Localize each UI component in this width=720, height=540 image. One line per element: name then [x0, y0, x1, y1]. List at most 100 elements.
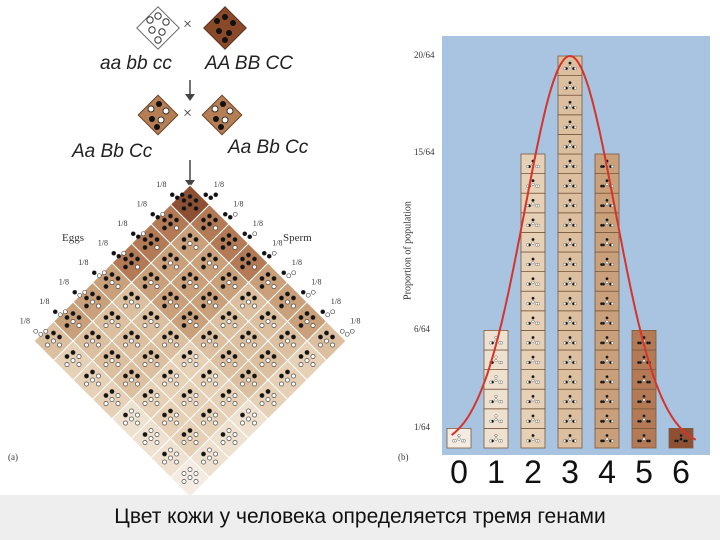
allele-dot	[135, 334, 140, 340]
bar-dot	[679, 437, 683, 441]
allele-dot	[148, 311, 154, 316]
allele-dot	[135, 412, 140, 418]
allele-dot	[220, 276, 226, 281]
egg-fraction-label: 1/8	[39, 297, 49, 306]
allele-dot	[310, 362, 316, 367]
bar-dot	[600, 282, 604, 286]
allele-dot	[291, 334, 296, 340]
bar-dot	[568, 104, 572, 108]
allele-dot	[123, 420, 128, 426]
egg-allele-dot	[130, 231, 136, 237]
sperm-fraction-label: 1/8	[331, 297, 341, 306]
bar-dot	[642, 378, 646, 382]
x-tick-3: 3	[561, 454, 579, 490]
bar-dot	[531, 316, 535, 320]
bar-dot	[457, 434, 461, 438]
x-tick-0: 0	[450, 454, 468, 490]
allele-dot	[84, 295, 89, 301]
bar-dot	[605, 179, 609, 183]
allele-dot	[90, 330, 95, 336]
sperm-allele-dot	[227, 214, 233, 220]
allele-dot	[220, 362, 226, 367]
allele-dot	[109, 350, 115, 355]
bar-dot	[568, 159, 572, 163]
allele-dot	[226, 319, 232, 324]
allele-dot	[291, 303, 296, 309]
bar-dot	[600, 380, 604, 384]
allele-dot	[181, 276, 187, 281]
allele-dot	[168, 221, 173, 227]
bar-dot	[536, 341, 540, 345]
allele-dot	[298, 323, 304, 328]
allele-dot	[115, 354, 121, 359]
allele-dot	[154, 362, 160, 367]
allele-dot	[259, 323, 265, 328]
bar-dot	[637, 419, 641, 423]
allele-dot	[271, 362, 277, 367]
bar-dot	[499, 419, 503, 423]
allele-dot	[265, 280, 271, 285]
allele-dot	[162, 217, 167, 223]
bar-dot	[610, 282, 614, 286]
allele-dot	[240, 256, 245, 262]
ytick-15-64: 15/64	[414, 147, 435, 157]
bar-dot	[536, 204, 540, 208]
bar-dot	[605, 296, 609, 300]
allele-dot	[207, 408, 212, 414]
bar-dot	[531, 257, 535, 261]
allele-dot	[123, 373, 128, 379]
allele-dot	[162, 381, 167, 387]
allele-dot	[142, 440, 148, 445]
allele-dot	[154, 401, 160, 406]
bar-dot	[494, 418, 498, 422]
bar-dot	[568, 378, 572, 382]
allele-dot	[142, 354, 148, 359]
allele-dot	[76, 354, 82, 359]
sperm-allele-dot	[286, 273, 292, 279]
bar-dot	[568, 375, 572, 379]
allele-dot	[193, 276, 199, 281]
egg-fraction-label: 1/8	[117, 219, 127, 228]
allele-dot	[201, 451, 206, 457]
bar-dot	[600, 321, 604, 325]
allele-dot	[207, 330, 212, 336]
allele-dot	[154, 245, 160, 250]
allele-dot	[174, 264, 179, 270]
allele-dot	[213, 412, 218, 418]
allele-dot	[246, 416, 251, 422]
allele-dot	[232, 440, 238, 445]
bar-dot	[563, 341, 567, 345]
allele-dot	[181, 471, 187, 476]
bar-dot	[536, 184, 540, 188]
allele-dot	[201, 303, 206, 309]
allele-dot	[64, 323, 70, 328]
allele-dot	[84, 381, 89, 387]
allele-dot	[213, 264, 218, 270]
allele-dot	[193, 315, 199, 320]
allele-dot	[162, 420, 167, 426]
allele-dot	[148, 436, 154, 441]
allele-dot	[220, 323, 226, 328]
allele-dot	[265, 397, 271, 402]
allele-dot	[232, 245, 238, 250]
bar-dot	[489, 380, 493, 384]
x-tick-1: 1	[487, 454, 505, 490]
allele-dot	[162, 342, 167, 348]
allele-dot	[109, 280, 115, 285]
bar-dot	[605, 280, 609, 284]
bar-dot	[573, 67, 577, 71]
x-tick-5: 5	[635, 454, 653, 490]
egg-allele-dot	[33, 328, 39, 334]
allele-dot	[168, 260, 173, 266]
allele-dot	[213, 420, 218, 426]
allele-dot	[70, 358, 76, 363]
bar-dot	[605, 394, 609, 398]
panel-a: × × aa bb cc AA BB CC Aa Bb Cc Aa Bb Cc …	[8, 6, 360, 495]
bar-dot	[605, 320, 609, 324]
allele-dot	[103, 323, 109, 328]
allele-dot	[246, 330, 251, 336]
bar-dot	[568, 202, 572, 206]
allele-dot	[213, 459, 218, 465]
bar-dot	[531, 296, 535, 300]
allele-dot	[174, 342, 179, 348]
